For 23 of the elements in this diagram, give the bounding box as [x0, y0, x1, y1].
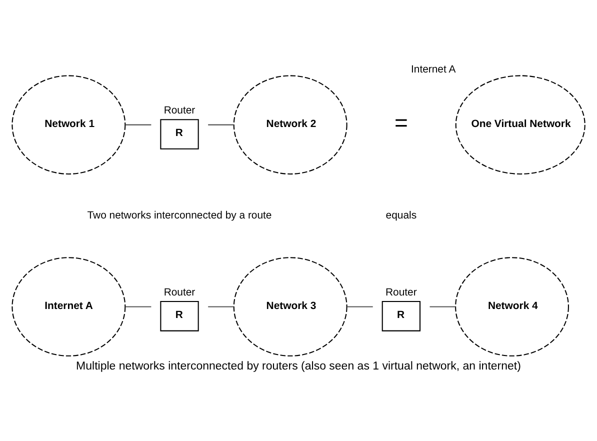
node-ellipse: Network 2 [233, 75, 348, 174]
node-ellipse: Network 3 [233, 257, 348, 356]
connector [125, 306, 152, 308]
connector [125, 124, 152, 126]
label: = [394, 110, 408, 136]
node-label: Router [385, 287, 417, 298]
node-label: Router [164, 287, 196, 298]
caption: Multiple networks interconnected by routers (also seen as 1 virtual network, an internet) [76, 360, 521, 372]
node-box: R [160, 119, 199, 150]
connector [347, 306, 373, 308]
connector [208, 124, 234, 126]
node-box: R [160, 301, 199, 332]
node-ellipse: One Virtual Network [455, 75, 586, 174]
connector [430, 306, 456, 308]
connector [208, 306, 234, 308]
label: Two networks interconnected by a route [87, 210, 272, 222]
node-label: Router [164, 105, 196, 116]
node-ellipse: Network 4 [455, 257, 569, 356]
node-label: Internet A [411, 64, 456, 76]
label: equals [386, 210, 417, 222]
node-ellipse: Internet A [12, 257, 126, 356]
node-box: R [382, 301, 421, 332]
node-ellipse: Network 1 [12, 75, 126, 174]
